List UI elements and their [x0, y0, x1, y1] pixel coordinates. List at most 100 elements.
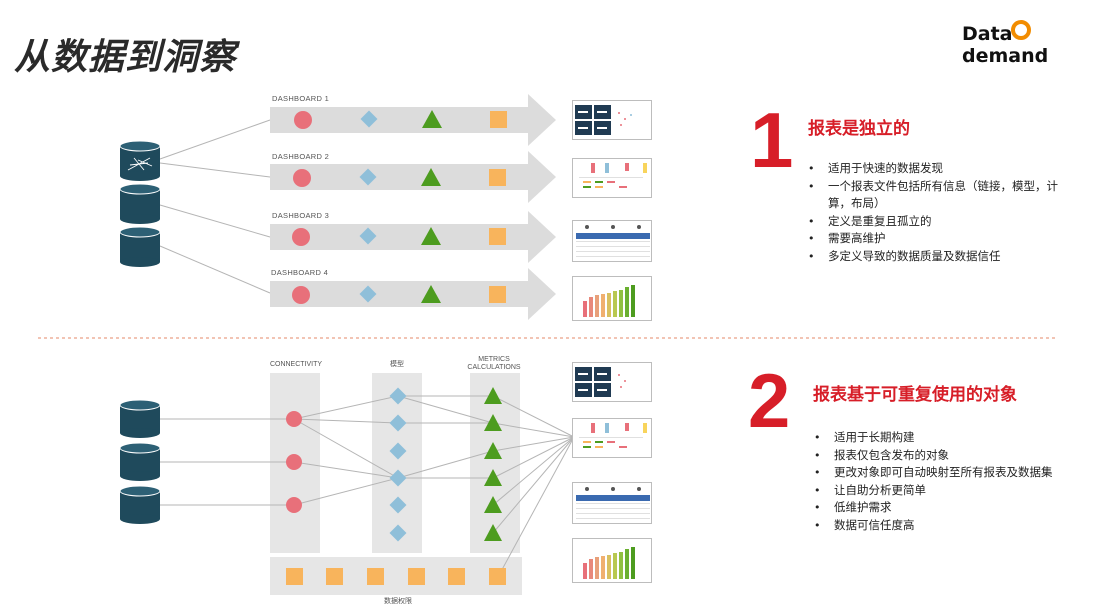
list-item: 报表仅包含发布的对象	[812, 447, 1102, 465]
connectivity-shapes	[286, 411, 302, 513]
dashboard-arrow	[270, 211, 556, 263]
square-shape-icon	[408, 568, 425, 585]
circle-shape-icon	[292, 228, 310, 246]
triangle-shape-icon	[484, 496, 502, 513]
diamond-shape-icon	[359, 168, 377, 186]
connectivity-label: CONNECTIVITY	[269, 361, 323, 368]
square-shape-icon	[490, 111, 507, 128]
dashboard-thumbnail	[572, 538, 652, 583]
database-cylinder-icon	[119, 399, 161, 438]
company-logo: Datademand	[962, 20, 1107, 67]
diamond-shape-icon	[389, 414, 407, 432]
thumbnail-table-preview	[579, 423, 647, 448]
section1-shapes	[292, 110, 507, 304]
section1-arrows	[270, 94, 556, 320]
section2-connectors	[160, 395, 575, 578]
thumbnail-bar-chart-preview	[583, 547, 635, 579]
section2-number: 2	[748, 359, 791, 444]
list-item: 定义是重复且孤立的	[806, 213, 1066, 231]
permission-shapes	[286, 568, 506, 585]
connector-line	[159, 245, 271, 294]
database-cylinder-icon	[119, 442, 161, 481]
triangle-shape-icon	[484, 524, 502, 541]
database-cylinder-icon	[119, 226, 161, 267]
dashboard-thumbnail	[572, 418, 652, 458]
list-item: 多定义导致的数据质量及数据信任	[806, 248, 1066, 266]
circle-shape-icon	[286, 497, 302, 513]
circle-shape-icon	[286, 411, 302, 427]
diamond-shape-icon	[359, 227, 377, 245]
triangle-shape-icon	[422, 110, 442, 128]
list-item: 让自助分析更简单	[812, 482, 1102, 500]
triangle-shape-icon	[484, 469, 502, 486]
circle-shape-icon	[292, 286, 310, 304]
list-item: 适用于长期构建	[812, 429, 1102, 447]
section1-bullet-list: 适用于快速的数据发现 一个报表文件包括所有信息（链接，模型，计算，布局） 定义是…	[806, 160, 1066, 266]
section2-bullet-list: 适用于长期构建 报表仅包含发布的对象 更改对象即可自动映射至所有报表及数据集 让…	[812, 429, 1102, 535]
diamond-shape-icon	[389, 496, 407, 514]
list-item: 数据可信任度高	[812, 517, 1102, 535]
thumbnail-grid-preview	[576, 487, 650, 519]
square-shape-icon	[326, 568, 343, 585]
logo-text-demand: demand	[962, 45, 1049, 67]
model-shapes	[389, 387, 407, 542]
logo-text-data: Data	[962, 23, 1013, 45]
dashboard-arrow	[270, 151, 556, 203]
connector-line	[159, 162, 271, 178]
list-item: 一个报表文件包括所有信息（链接，模型，计算，布局）	[806, 178, 1066, 213]
dashboard-label: DASHBOARD 2	[272, 152, 330, 161]
circle-shape-icon	[293, 169, 311, 187]
thumbnail-grid-preview	[576, 225, 650, 257]
triangle-shape-icon	[421, 227, 441, 245]
permissions-label: 数据权限	[384, 598, 412, 605]
permissions-bar	[270, 557, 522, 595]
list-item: 需要高维护	[806, 230, 1066, 248]
square-shape-icon	[489, 568, 506, 585]
square-shape-icon	[367, 568, 384, 585]
dashboard-thumbnail	[572, 100, 652, 140]
square-shape-icon	[448, 568, 465, 585]
section1-databases	[119, 140, 161, 267]
dashboard-thumbnail	[572, 482, 652, 524]
section2-heading: 报表基于可重复使用的对象	[813, 385, 1017, 405]
thumbnail-kpi-preview	[575, 367, 626, 397]
list-item: 适用于快速的数据发现	[806, 160, 1066, 178]
triangle-shape-icon	[484, 414, 502, 431]
diamond-shape-icon	[389, 469, 407, 487]
thumbnail-bar-chart-preview	[583, 285, 635, 317]
square-shape-icon	[489, 286, 506, 303]
thumbnail-table-preview	[579, 163, 647, 188]
triangle-shape-icon	[484, 387, 502, 404]
metrics-label: METRICS CALCULATIONS	[467, 356, 521, 371]
diamond-shape-icon	[359, 285, 377, 303]
page-title: 从数据到洞察	[14, 37, 237, 78]
thumbnail-kpi-preview	[575, 105, 632, 135]
metrics-shapes	[484, 387, 502, 541]
square-shape-icon	[286, 568, 303, 585]
database-cylinder-icon	[119, 485, 161, 524]
list-item: 更改对象即可自动映射至所有报表及数据集	[812, 464, 1102, 482]
section1-number: 1	[750, 96, 794, 184]
square-shape-icon	[489, 169, 506, 186]
diamond-shape-icon	[360, 110, 378, 128]
section2-databases	[119, 399, 161, 524]
dashboard-thumbnail	[572, 362, 652, 402]
dashboard-thumbnail	[572, 220, 652, 262]
dashboard-label: DASHBOARD 4	[271, 268, 329, 277]
diamond-shape-icon	[389, 524, 407, 542]
triangle-shape-icon	[421, 168, 441, 186]
logo-ring-icon	[1010, 20, 1031, 40]
circle-shape-icon	[294, 111, 312, 129]
circle-shape-icon	[286, 454, 302, 470]
connector-line	[159, 119, 271, 160]
section1-heading: 报表是独立的	[808, 119, 910, 139]
dashboard-thumbnail	[572, 276, 652, 321]
diamond-shape-icon	[389, 387, 407, 405]
database-cylinder-icon	[119, 183, 161, 224]
connector-line	[159, 204, 271, 238]
dashboard-arrow	[270, 268, 556, 320]
section1-connectors	[159, 119, 271, 294]
model-label: 模型	[390, 361, 404, 368]
diamond-shape-icon	[389, 442, 407, 460]
